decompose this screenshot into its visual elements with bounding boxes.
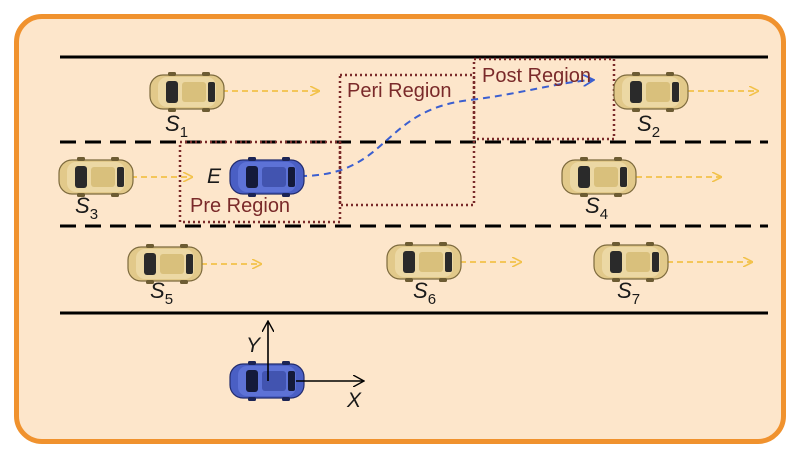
vehicle-s6 [386, 242, 462, 282]
s4-subscript: 4 [600, 206, 608, 223]
ego-trajectory [299, 80, 592, 177]
peri-region-label: Peri Region [347, 80, 452, 102]
s1-subscript: 1 [180, 124, 188, 141]
s3-subscript: 3 [90, 206, 98, 223]
s6-letter: S [413, 278, 428, 303]
s1-letter: S [165, 111, 180, 136]
post-region-label: Post Region [482, 65, 591, 87]
vehicle-label-s6: S6 [413, 278, 436, 308]
ego-label: E [207, 165, 222, 188]
peri-region-box [338, 73, 476, 207]
s2-subscript: 2 [652, 124, 660, 141]
vehicle-label-s4: S4 [585, 193, 608, 223]
s3-letter: S [75, 193, 90, 218]
s5-subscript: 5 [165, 291, 173, 308]
ego-vehicle [229, 157, 305, 197]
vehicle-label-s5: S5 [150, 278, 173, 308]
s6-subscript: 6 [428, 291, 436, 308]
y-axis-label: Y [246, 334, 262, 357]
vehicle-label-s1: S1 [165, 111, 188, 141]
pre-region-label: Pre Region [190, 195, 290, 217]
s7-letter: S [617, 278, 632, 303]
x-axis-label: X [346, 389, 362, 412]
vehicle-s3 [58, 157, 134, 197]
vehicle-s2 [613, 72, 689, 112]
vehicle-s7 [593, 242, 669, 282]
s4-letter: S [585, 193, 600, 218]
vehicle-s4 [561, 157, 637, 197]
s7-subscript: 7 [632, 291, 640, 308]
vehicle-label-s7: S7 [617, 278, 640, 308]
vehicle-s5 [127, 244, 203, 284]
vehicle-s1 [149, 72, 225, 112]
reference-vehicle [229, 361, 305, 401]
vehicle-label-s2: S2 [637, 111, 660, 141]
s2-letter: S [637, 111, 652, 136]
vehicle-label-s3: S3 [75, 193, 98, 223]
s5-letter: S [150, 278, 165, 303]
